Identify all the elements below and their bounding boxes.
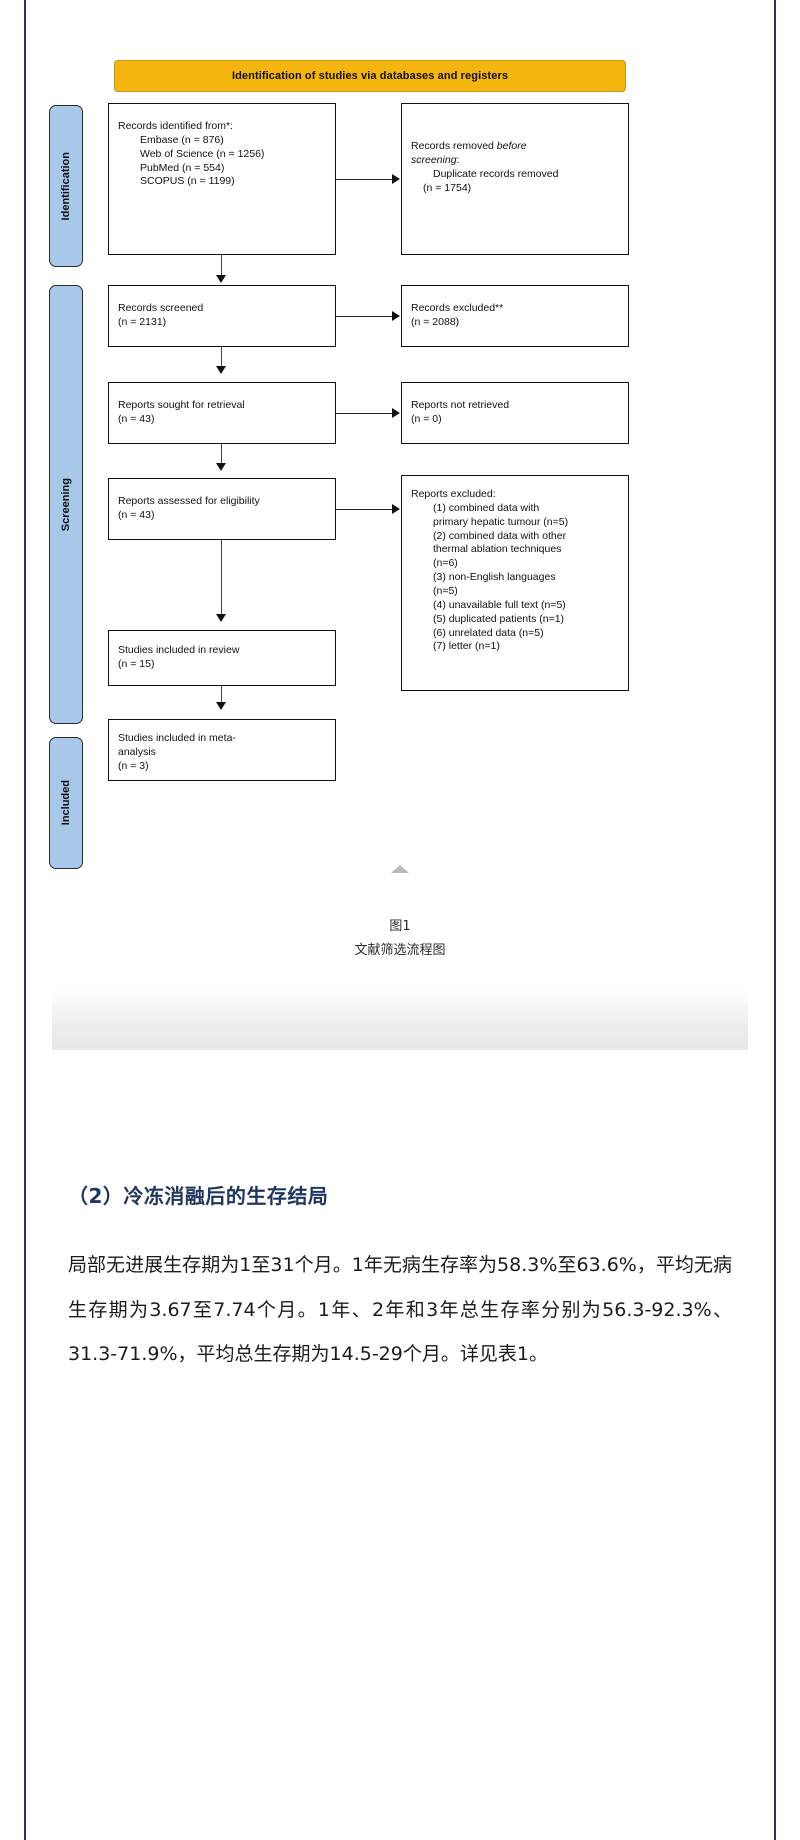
arrowhead-review-to-meta: [216, 702, 226, 710]
section-heading: （2）冷冻消融后的生存结局: [68, 1184, 329, 1208]
collapse-chevron-icon[interactable]: [391, 865, 409, 873]
connector-identified-to-removed: [336, 179, 393, 181]
box-studies-included-meta-title: Studies included in meta-: [118, 732, 236, 744]
connector-sought-to-assessed: [221, 444, 223, 464]
figure-fade-strip: [52, 988, 748, 1050]
prisma-figure: Identification of studies via databases …: [26, 0, 774, 1120]
box-reports-assessed-title: Reports assessed for eligibility: [118, 495, 260, 507]
box-records-removed-emph1: before: [496, 140, 527, 152]
source-web-of-science: Web of Science (n = 1256): [140, 147, 265, 160]
figure-caption-text: 文献筛选流程图: [354, 943, 446, 959]
exclusion-reason-2c: (n=6): [433, 557, 458, 570]
arrowhead-assessed-to-excludedlist: [392, 504, 400, 514]
figure-caption-number: 图1: [389, 919, 411, 934]
stage-label-included-text: Included: [60, 780, 72, 826]
box-reports-sought-title: Reports sought for retrieval: [118, 399, 245, 411]
arrowhead-identified-to-screened: [216, 275, 226, 283]
box-reports-not-retrieved: Reports not retrieved (n = 0): [401, 382, 629, 444]
box-records-removed-colon: :: [456, 153, 460, 166]
connector-identified-to-screened: [221, 255, 223, 277]
connector-screened-to-excluded: [336, 316, 393, 318]
box-reports-not-retrieved-count: (n = 0): [411, 412, 442, 425]
box-records-screened: Records screened (n = 2131): [108, 285, 336, 347]
stage-label-identification-text: Identification: [60, 151, 72, 221]
page-border-right: [774, 0, 776, 1840]
connector-review-to-meta: [221, 686, 223, 703]
diagram-banner-label: Identification of studies via databases …: [231, 70, 509, 82]
box-records-identified-title: Records identified from*:: [118, 120, 233, 132]
box-records-identified: Records identified from*: Embase (n = 87…: [108, 103, 336, 255]
exclusion-reason-1a: (1) combined data with: [433, 501, 540, 514]
box-records-removed-emph2: screening: [411, 153, 457, 166]
exclusion-reason-2a: (2) combined data with other: [433, 529, 567, 542]
box-reports-sought: Reports sought for retrieval (n = 43): [108, 382, 336, 444]
exclusion-reason-2b: thermal ablation techniques: [433, 543, 562, 556]
connector-assessed-to-review: [221, 540, 223, 614]
box-reports-sought-count: (n = 43): [118, 412, 155, 425]
box-records-screened-count: (n = 2131): [118, 315, 167, 328]
box-records-removed-text: Records removed: [411, 140, 497, 152]
exclusion-reason-7: (7) letter (n=1): [433, 640, 500, 653]
box-studies-included-meta-title2: analysis: [118, 745, 156, 758]
source-embase: Embase (n = 876): [140, 133, 224, 146]
connector-assessed-to-excludedlist: [336, 509, 393, 511]
stage-label-screening-text: Screening: [60, 477, 72, 532]
box-studies-included-meta: Studies included in meta- analysis (n = …: [108, 719, 336, 781]
box-reports-excluded-title: Reports excluded:: [411, 488, 496, 500]
exclusion-reason-3a: (3) non-English languages: [433, 571, 556, 584]
figure-caption: 图1 文献筛选流程图: [26, 915, 774, 963]
article-body: （2）冷冻消融后的生存结局 局部无进展生存期为1至31个月。1年无病生存率为58…: [26, 1120, 774, 1377]
arrowhead-sought-to-assessed: [216, 463, 226, 471]
box-reports-assessed-count: (n = 43): [118, 508, 155, 521]
box-records-removed-line2: screening:: [411, 154, 619, 168]
box-reports-excluded-list: Reports excluded: (1) combined data with…: [401, 475, 629, 691]
connector-screened-to-sought: [221, 347, 223, 367]
stage-label-identification: Identification: [49, 105, 83, 267]
box-records-removed-line1: Records removed before: [411, 140, 619, 154]
box-records-excluded-count: (n = 2088): [411, 315, 460, 328]
exclusion-reason-6: (6) unrelated data (n=5): [433, 626, 544, 639]
section-gap: [52, 1050, 748, 1120]
arrowhead-identified-to-removed: [392, 174, 400, 184]
arrowhead-assessed-to-review: [216, 614, 226, 622]
duplicate-records-count: (n = 1754): [423, 181, 472, 194]
section-paragraph: 局部无进展生存期为1至31个月。1年无病生存率为58.3%至63.6%，平均无病…: [68, 1254, 732, 1366]
box-studies-included-review-title: Studies included in review: [118, 644, 240, 656]
source-scopus: SCOPUS (n = 1199): [140, 175, 235, 188]
exclusion-reason-4: (4) unavailable full text (n=5): [433, 598, 566, 611]
diagram-banner: Identification of studies via databases …: [114, 60, 626, 92]
box-studies-included-review-count: (n = 15): [118, 657, 155, 670]
exclusion-reason-5: (5) duplicated patients (n=1): [433, 612, 565, 625]
box-records-excluded-title: Records excluded**: [411, 302, 504, 314]
box-records-removed: Records removed before screening: Duplic…: [401, 103, 629, 255]
box-reports-assessed: Reports assessed for eligibility (n = 43…: [108, 478, 336, 540]
exclusion-reason-3b: (n=5): [433, 585, 458, 598]
arrowhead-screened-to-sought: [216, 366, 226, 374]
box-reports-not-retrieved-title: Reports not retrieved: [411, 399, 510, 411]
source-pubmed: PubMed (n = 554): [140, 161, 225, 174]
exclusion-reason-1b: primary hepatic tumour (n=5): [433, 515, 569, 528]
box-studies-included-review: Studies included in review (n = 15): [108, 630, 336, 686]
box-records-screened-title: Records screened: [118, 302, 204, 314]
arrowhead-sought-to-notretrieved: [392, 408, 400, 418]
box-records-excluded: Records excluded** (n = 2088): [401, 285, 629, 347]
stage-label-screening: Screening: [49, 285, 83, 724]
arrowhead-screened-to-excluded: [392, 311, 400, 321]
box-studies-included-meta-count: (n = 3): [118, 759, 149, 772]
stage-label-included: Included: [49, 737, 83, 869]
page-border-left: [24, 0, 26, 1840]
prisma-flow-diagram: Identification of studies via databases …: [26, 0, 774, 869]
connector-sought-to-notretrieved: [336, 413, 393, 415]
duplicate-records-removed: Duplicate records removed: [433, 167, 559, 180]
